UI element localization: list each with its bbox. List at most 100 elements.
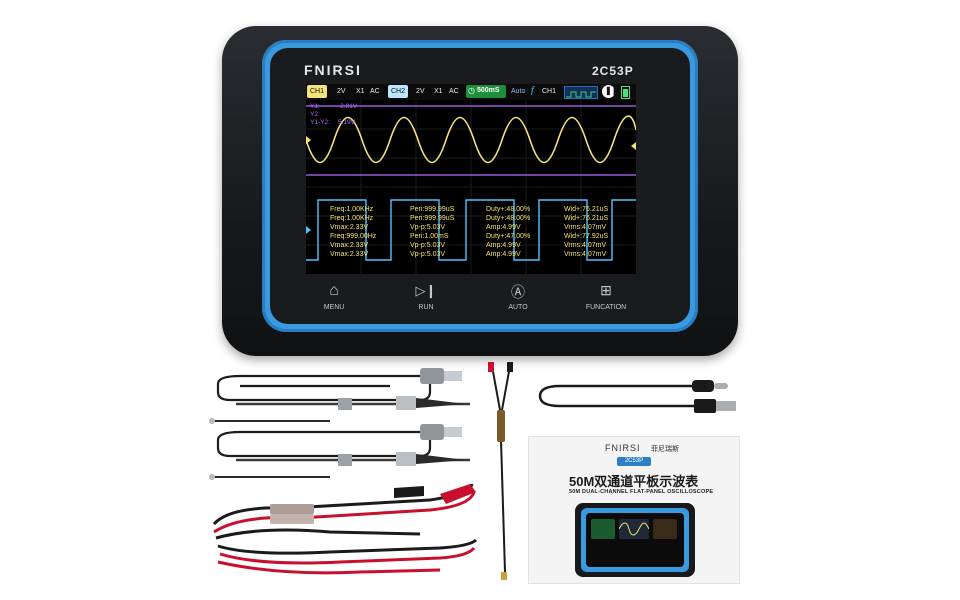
battery-icon — [621, 86, 630, 99]
manual-model-badge: 2C53P — [617, 457, 651, 466]
ch2-square-trace — [306, 199, 636, 261]
usb-c-tip — [714, 383, 728, 389]
usb-a-plug — [694, 399, 716, 413]
manual-brand: FNIRSI — [605, 443, 641, 453]
measurement-item: Wid+:76.21uS — [564, 206, 609, 213]
rising-edge-icon: ƒ — [530, 85, 536, 96]
bnc-plug-2 — [420, 424, 444, 440]
ch2-coupling[interactable]: AC — [449, 88, 459, 95]
measurement-item: Freq:1.00KHz — [330, 215, 374, 222]
timebase-value: 500mS — [477, 87, 500, 94]
user-manual: FNIRSI 菲尼瑞斯 2C53P 50M双通道平板示波表 50M DUAL-C… — [528, 436, 740, 584]
alligator-clip-red — [440, 484, 476, 504]
bnc-y-cable — [491, 365, 511, 573]
brand-logo: FNIRSI — [304, 62, 362, 78]
measurement-item: Vrms:4.07mV — [564, 242, 607, 249]
measurement-item: Amp:4.99V — [486, 242, 521, 249]
cursor-diff-label: Y1-Y2: — [310, 119, 330, 126]
measurement-item: Wid+:77.92uS — [564, 233, 609, 240]
probe-grip-1 — [416, 398, 466, 408]
lead-probe-black — [270, 504, 314, 514]
waveform-display[interactable] — [306, 100, 636, 274]
measurement-item: Duty+:48.00% — [486, 206, 531, 213]
ch2-probe[interactable]: X1 — [434, 88, 443, 95]
overview-wave-icon — [566, 91, 596, 98]
measurement-item: Wid+:76.21uS — [564, 215, 609, 222]
measurement-item: Vp-p:5.03V — [410, 251, 446, 258]
measurement-item: Peri:999.99uS — [410, 206, 455, 213]
probe-hook-2 — [396, 452, 416, 466]
measurement-item: Duty+:48.00% — [486, 215, 531, 222]
measurement-item: Duty+:47.00% — [486, 233, 531, 240]
probe-switch-2 — [338, 454, 352, 466]
bnc-adapter — [497, 410, 505, 442]
measurement-item: Vp-p:5.03V — [410, 242, 446, 249]
manual-brand-cn: 菲尼瑞斯 — [651, 446, 679, 453]
measurement-col-1: Freq:1.00KHz Freq:1.00KHz Vmax:2.33V Fre… — [330, 206, 376, 258]
ch2-volts[interactable]: 2V — [416, 88, 425, 95]
pause-button[interactable]: ❚❚ — [602, 85, 619, 98]
measurement-item: Amp:4.99V — [486, 251, 521, 258]
ch1-marker-icon — [306, 136, 311, 144]
cursor-y1-label: Y1: — [310, 103, 320, 110]
function-label: FUNCATION — [585, 304, 627, 311]
pause-icon: ❚❚ — [605, 86, 619, 95]
measurement-item: Vp-p:5.03V — [410, 224, 446, 231]
test-leads — [212, 483, 478, 575]
auto-icon: Ⓐ — [511, 284, 525, 300]
cursor-y1-value: -2.81V — [338, 103, 358, 110]
waveform-overview[interactable] — [564, 86, 598, 99]
ch1-badge[interactable]: CH1 — [307, 85, 327, 98]
home-icon: ⌂ — [329, 282, 339, 299]
measurement-item: Freq:1.00KHz — [330, 206, 374, 213]
auto-label: AUTO — [508, 304, 528, 311]
ch2-badge[interactable]: CH2 — [388, 85, 408, 98]
alligator-clip-black — [394, 486, 424, 498]
measurement-item: Vmax:2.33V — [330, 251, 369, 258]
run-label: RUN — [418, 304, 434, 311]
model-label: 2C53P — [592, 64, 634, 78]
bnc-tip-2 — [444, 427, 462, 437]
measurement-item: Vmax:2.33V — [330, 242, 369, 249]
probe-switch-1 — [338, 398, 352, 410]
oscilloscope-screen[interactable]: CH1 2V X1 AC CH2 2V X1 AC ◷ 500mS Auto ƒ… — [306, 84, 636, 274]
probe-grip-2 — [416, 454, 466, 464]
measurement-col-4: Wid+:76.21uS Wid+:76.21uS Vrms:4.07mV Wi… — [564, 206, 608, 258]
banana-plug-red — [488, 362, 494, 372]
grid-icon: ⊞ — [600, 282, 612, 298]
ch1-probe[interactable]: X1 — [356, 88, 365, 95]
bnc-tip-1 — [444, 371, 462, 381]
run-softkey[interactable]: ▷❙ RUN — [396, 282, 456, 318]
cursor-diff-value: 5.19V — [338, 119, 355, 126]
usb-cable — [538, 384, 694, 408]
ch2-marker-icon — [306, 226, 311, 234]
measurement-item: Amp:4.99V — [486, 224, 521, 231]
ch1-sine-trace — [306, 115, 636, 164]
measurement-item: Vmax:2.33V — [330, 224, 369, 231]
measurement-item: Vrms:4.07mV — [564, 251, 607, 258]
measurement-item: Peri:999.99uS — [410, 215, 455, 222]
trigger-level-icon — [631, 142, 636, 150]
banana-plug-black — [507, 362, 513, 372]
timebase-box[interactable]: ◷ 500mS — [466, 85, 506, 98]
menu-softkey[interactable]: ⌂ MENU — [304, 282, 364, 318]
auto-softkey[interactable]: Ⓐ AUTO — [488, 282, 548, 318]
manual-title: 50M双通道平板示波表 — [569, 474, 699, 489]
probe-hook-1 — [396, 396, 416, 410]
ch1-volts[interactable]: 2V — [337, 88, 346, 95]
play-pause-icon: ▷❙ — [415, 283, 437, 298]
ch1-coupling[interactable]: AC — [370, 88, 380, 95]
trigger-source[interactable]: CH1 — [542, 88, 557, 95]
measurement-item: Vrms:4.07mV — [564, 224, 607, 231]
usb-a-tip — [716, 401, 736, 411]
measurement-col-2: Peri:999.99uS Peri:999.99uS Vp-p:5.03V P… — [410, 206, 454, 258]
measurement-item: Peri:1.00mS — [410, 233, 449, 240]
function-softkey[interactable]: ⊞ FUNCATION — [576, 282, 636, 318]
trigger-mode[interactable]: Auto — [511, 88, 526, 95]
clock-icon: ◷ — [468, 86, 475, 95]
cursor-y2-label: Y2: — [310, 111, 320, 118]
lead-probe-red — [270, 514, 314, 524]
status-bar: CH1 2V X1 AC CH2 2V X1 AC ◷ 500mS Auto ƒ… — [306, 84, 636, 100]
manual-device-photo — [575, 503, 695, 577]
